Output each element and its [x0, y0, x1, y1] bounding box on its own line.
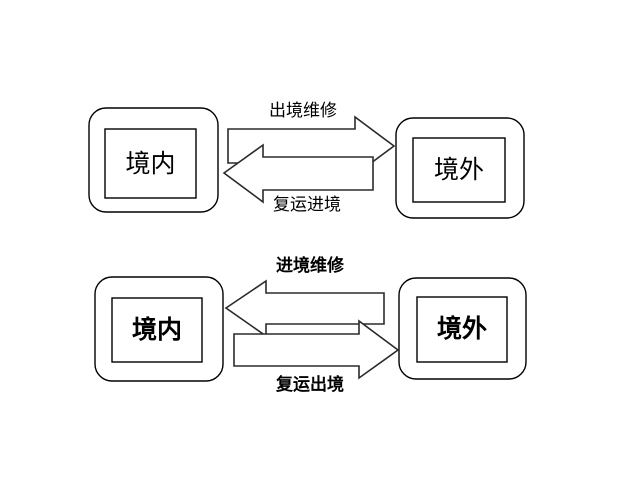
block-arrow-right-shape: [233, 319, 400, 380]
row-inbound-repair: 境内 境外 进境维修 复运出境: [94, 255, 527, 395]
node-inner-shape: [416, 296, 508, 363]
edge-label-inbound-repair: 进境维修: [276, 255, 345, 276]
node-overseas-top[interactable]: 境外: [395, 117, 525, 219]
edge-label-reexport: 复运出境: [275, 374, 344, 395]
node-inner-shape: [412, 137, 506, 203]
node-inner-shape: [111, 297, 203, 363]
row-outbound-repair: 境内 境外 出境维修 复运进境: [88, 101, 525, 219]
arrow-reimport[interactable]: [222, 143, 374, 204]
block-arrow-left-shape: [222, 143, 374, 204]
node-domestic-bottom[interactable]: 境内: [94, 276, 224, 382]
edge-label-outbound-repair: 出境维修: [269, 101, 337, 121]
node-overseas-bottom[interactable]: 境外: [398, 277, 527, 380]
node-inner-shape: [104, 128, 197, 199]
node-label: 境外: [434, 155, 484, 184]
node-label: 境外: [437, 314, 487, 343]
node-label: 境内: [132, 315, 182, 344]
edge-label-reimport: 复运进境: [273, 195, 341, 215]
node-label: 境内: [125, 149, 175, 178]
arrow-reexport[interactable]: [233, 319, 400, 380]
node-domestic-top[interactable]: 境内: [88, 107, 219, 213]
